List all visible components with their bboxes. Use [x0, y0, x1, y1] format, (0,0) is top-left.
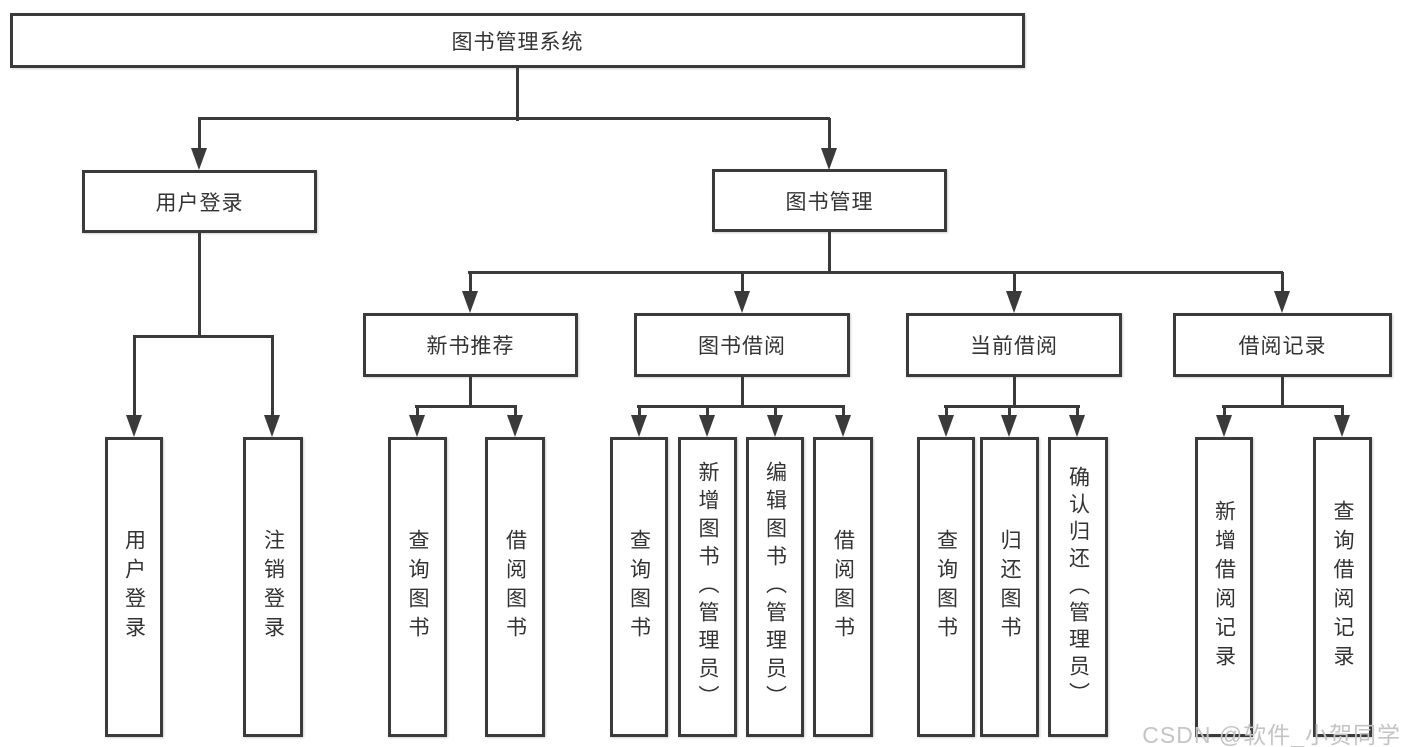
node-user-login: 用户登录	[82, 170, 317, 233]
arrowhead-down-borrow-records	[1274, 291, 1290, 313]
connector-root-stem	[516, 68, 519, 121]
node-borrow-records: 借阅记录	[1173, 313, 1392, 377]
arrowhead-down-cb-query	[938, 415, 954, 437]
connector-drop-rec-add	[1223, 406, 1226, 417]
connector-bookborrow-stem	[741, 377, 744, 408]
connector-bookmgmt-crossbar	[468, 271, 1283, 274]
connector-drop-bb-add	[706, 406, 709, 417]
node-root: 图书管理系统	[10, 13, 1025, 68]
connector-drop-book-management	[828, 118, 831, 151]
connector-userlogin-crossbar	[133, 335, 274, 338]
leaf-newbooks-query-book: 查询图书	[388, 437, 447, 737]
connector-currentborrow-crossbar	[944, 405, 1080, 408]
leaf-current-query-book: 查询图书	[917, 437, 975, 737]
connector-drop-nb-query	[416, 406, 419, 417]
arrowhead-down-nb-borrow	[507, 415, 523, 437]
connector-drop-cb-query	[945, 406, 948, 417]
connector-drop-bb-borrow	[842, 406, 845, 417]
leaf-current-confirm-return-admin: 确认归还（管理员）	[1048, 437, 1108, 737]
connector-drop-rec-query	[1341, 406, 1344, 417]
arrowhead-down-current-borrow	[1006, 291, 1022, 313]
connector-drop-current-borrow	[1013, 272, 1016, 293]
arrowhead-down-leaf-user-login	[126, 415, 142, 437]
connector-bookborrow-crossbar	[637, 405, 845, 408]
leaf-bookborrow-edit-book-admin: 编辑图书（管理员）	[746, 437, 804, 737]
connector-drop-bb-edit	[774, 406, 777, 417]
connector-drop-cb-confirm	[1076, 406, 1079, 417]
connector-currentborrow-stem	[1013, 377, 1016, 408]
connector-newbook-crossbar	[415, 405, 517, 408]
arrowhead-down-bb-query	[631, 415, 647, 437]
node-new-book-recommend: 新书推荐	[363, 313, 578, 377]
leaf-bookborrow-query-book: 查询图书	[610, 437, 668, 737]
leaf-records-query-record: 查询借阅记录	[1313, 437, 1372, 737]
connector-records-crossbar	[1222, 405, 1344, 408]
leaf-bookborrow-borrow-book: 借阅图书	[813, 437, 873, 737]
arrowhead-down-new-book	[462, 291, 478, 313]
leaf-current-return-book: 归还图书	[980, 437, 1039, 737]
arrowhead-down-rec-add	[1216, 415, 1232, 437]
connector-drop-book-borrow	[741, 272, 744, 293]
arrowhead-down-cb-return	[1001, 415, 1017, 437]
connector-root-crossbar	[198, 117, 830, 120]
connector-drop-user-login	[198, 118, 201, 151]
leaf-bookborrow-add-book-admin: 新增图书（管理员）	[678, 437, 737, 737]
arrowhead-down-bb-add	[699, 415, 715, 437]
arrowhead-down-cb-confirm	[1069, 415, 1085, 437]
connector-drop-leaf-user-login	[133, 336, 136, 417]
connector-records-stem	[1281, 377, 1284, 408]
leaf-user-login: 用户登录	[105, 437, 163, 737]
csdn-watermark: CSDN @软件_小贺同学	[1142, 722, 1401, 747]
connector-drop-cb-return	[1008, 406, 1011, 417]
connector-drop-leaf-logout	[271, 336, 274, 417]
arrowhead-down-book-management	[821, 148, 837, 170]
node-book-borrow: 图书借阅	[634, 313, 850, 377]
connector-newbook-stem	[469, 377, 472, 408]
leaf-records-add-record: 新增借阅记录	[1195, 437, 1253, 737]
leaf-logout: 注销登录	[243, 437, 303, 737]
arrowhead-down-bb-borrow	[835, 415, 851, 437]
connector-drop-bb-query	[638, 406, 641, 417]
arrowhead-down-rec-query	[1334, 415, 1350, 437]
node-current-borrow: 当前借阅	[906, 313, 1122, 377]
connector-drop-nb-borrow	[514, 406, 517, 417]
connector-userlogin-stem	[198, 233, 201, 338]
arrowhead-down-user-login	[191, 148, 207, 170]
connector-drop-new-book	[469, 272, 472, 293]
arrowhead-down-book-borrow	[734, 291, 750, 313]
connector-drop-borrow-records	[1281, 272, 1284, 293]
connector-bookmgmt-stem	[828, 232, 831, 274]
node-book-management: 图书管理	[712, 169, 947, 232]
leaf-newbooks-borrow-book: 借阅图书	[485, 437, 545, 737]
arrowhead-down-nb-query	[409, 415, 425, 437]
arrowhead-down-leaf-logout	[264, 415, 280, 437]
arrowhead-down-bb-edit	[767, 415, 783, 437]
